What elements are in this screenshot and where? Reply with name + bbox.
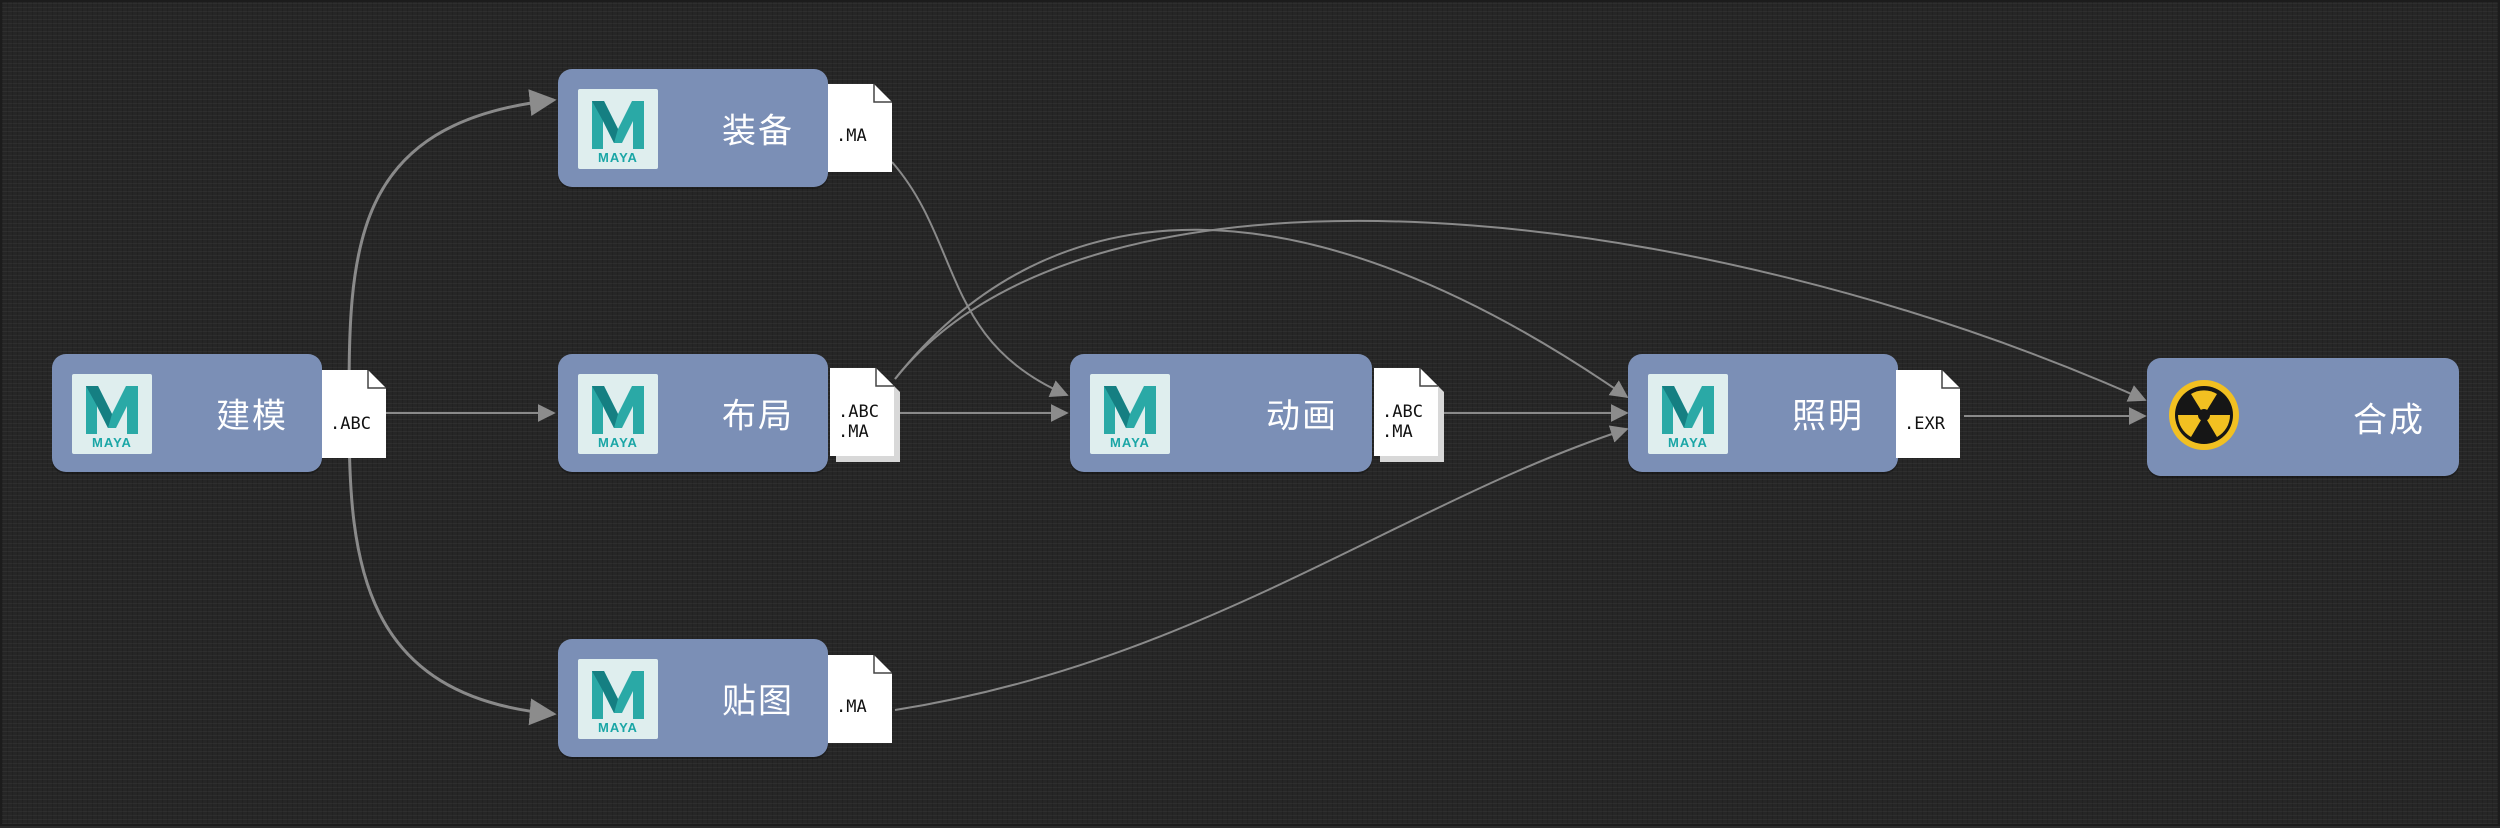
node-anim[interactable]: MAYA 动画 <box>1070 354 1372 472</box>
edge-model-rig <box>347 89 557 413</box>
file-ext: .MA <box>836 126 867 146</box>
maya-icon: MAYA <box>578 89 658 169</box>
node-label: 照明 <box>1792 396 1864 437</box>
node-comp[interactable]: 合成 <box>2147 358 2459 476</box>
node-label: 动画 <box>1266 396 1338 437</box>
file-ext: .MA <box>836 697 867 717</box>
maya-icon: MAYA <box>578 374 658 454</box>
node-model[interactable]: MAYA 建模 <box>52 354 322 472</box>
node-light[interactable]: MAYA 照明 <box>1628 354 1898 472</box>
maya-icon: MAYA <box>1648 374 1728 454</box>
file-ext: .ABC <box>1382 402 1423 422</box>
file-icon-model: .ABC <box>322 370 386 458</box>
maya-icon: MAYA <box>578 659 658 739</box>
node-label: 装备 <box>722 111 794 152</box>
node-label: 贴图 <box>722 681 794 722</box>
file-ext-list: .ABC .MA <box>1382 402 1423 442</box>
file-icon-texture: .MA <box>828 655 892 743</box>
file-ext: .ABC <box>330 414 371 434</box>
file-ext: .MA <box>838 422 869 442</box>
edge-model-texture <box>347 416 557 726</box>
file-ext: .ABC <box>838 402 879 422</box>
file-icon-layout: .ABC .MA <box>830 368 900 462</box>
edge-texture-light <box>894 425 1629 711</box>
file-ext-list: .ABC .MA <box>838 402 879 442</box>
file-ext: .MA <box>1382 422 1413 442</box>
nuke-icon <box>2167 378 2241 452</box>
node-label: 建模 <box>216 396 288 437</box>
node-label: 布局 <box>722 396 794 437</box>
file-icon-rig: .MA <box>828 84 892 172</box>
edge-layout-light <box>894 228 1629 399</box>
node-texture[interactable]: MAYA 贴图 <box>558 639 828 757</box>
file-ext: .EXR <box>1904 414 1945 434</box>
node-layout[interactable]: MAYA 布局 <box>558 354 828 472</box>
node-label: 合成 <box>2353 400 2425 441</box>
file-icon-light: .EXR <box>1896 370 1960 458</box>
maya-icon: MAYA <box>1090 374 1170 454</box>
maya-icon: MAYA <box>72 374 152 454</box>
file-icon-anim: .ABC .MA <box>1374 368 1444 462</box>
edge-layout-comp <box>894 219 2147 402</box>
edge-rig-anim <box>891 161 1069 397</box>
node-rig[interactable]: MAYA 装备 <box>558 69 828 187</box>
